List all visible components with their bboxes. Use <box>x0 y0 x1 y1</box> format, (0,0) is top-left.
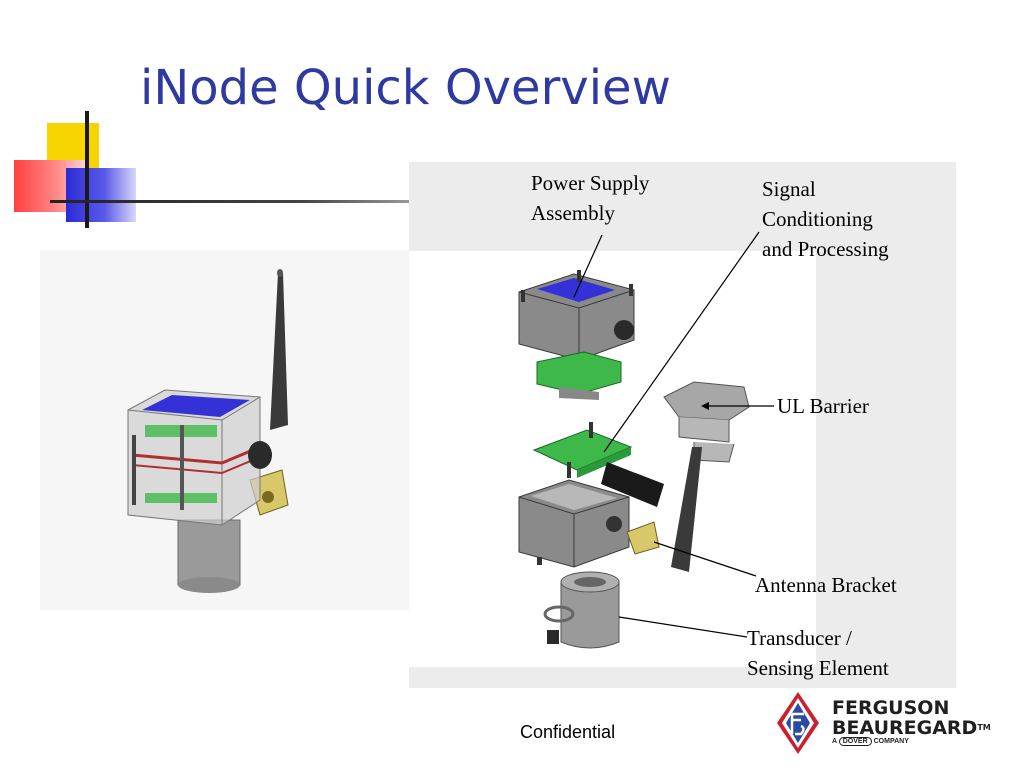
label-transducer: Transducer / Sensing Element <box>747 626 889 680</box>
company-logo-text: FERGUSON BEAUREGARDTM <box>832 697 991 739</box>
label-power-supply: Power Supply Assembly <box>531 171 650 225</box>
label-signal-conditioning: Signal Conditioning and Processing <box>762 177 889 261</box>
company-logo-subtext: A DOVER COMPANY <box>832 737 909 746</box>
slide-title: iNode Quick Overview <box>140 60 671 116</box>
label-ul-barrier: UL Barrier <box>777 394 869 418</box>
company-logo-icon <box>777 692 819 754</box>
accent-vertical-line <box>85 111 89 228</box>
footer-confidential: Confidential <box>520 722 616 742</box>
exploded-view-image <box>518 231 774 649</box>
label-antenna-bracket: Antenna Bracket <box>755 573 897 597</box>
assembled-device-image <box>127 269 289 593</box>
accent-horizontal-line <box>50 200 410 203</box>
accent-square-blue <box>66 168 136 222</box>
